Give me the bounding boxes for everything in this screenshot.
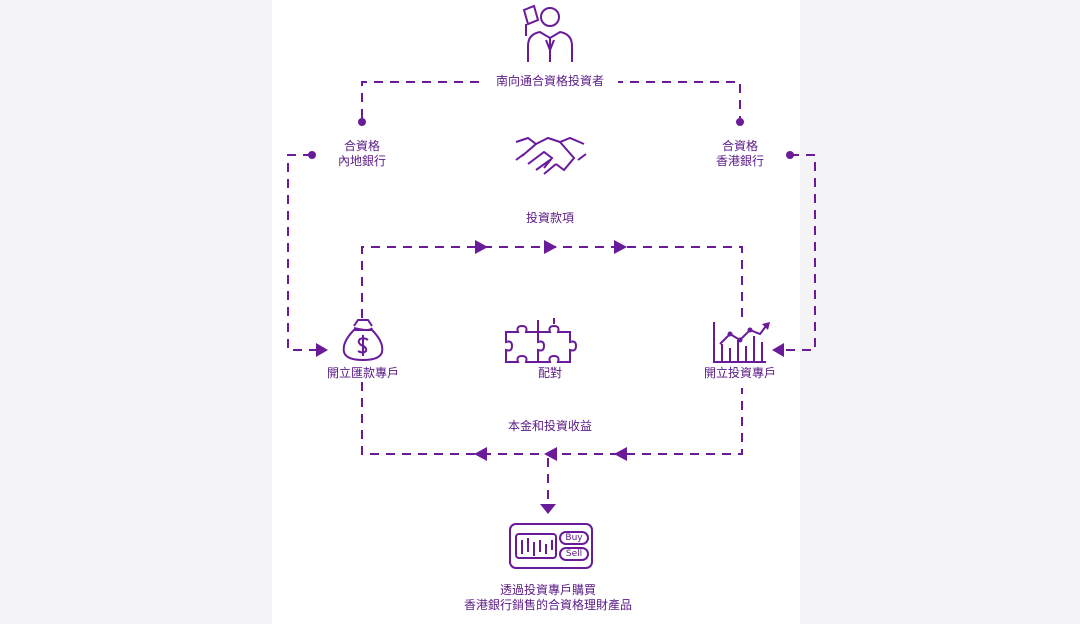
sell-label: Sell <box>565 549 583 559</box>
remittance-account-label: 開立匯款專戶 <box>326 366 399 380</box>
matching-label: 配對 <box>537 366 562 380</box>
chart-icon <box>713 322 770 363</box>
investor-label: 南向通合資格投資者 <box>482 74 618 89</box>
puzzle-icon <box>505 318 578 363</box>
arrowheads <box>316 240 784 514</box>
diagram-panel <box>272 0 800 624</box>
investment-funds-label: 投資款項 <box>525 211 574 225</box>
purchase-label: 透過投資專戶購買 香港銀行銷售的合資格理財產品 <box>463 583 632 612</box>
trading-terminal-icon <box>509 523 593 569</box>
investor-icon <box>522 4 573 62</box>
investment-account-label: 開立投資專戶 <box>703 366 776 380</box>
buy-label: Buy <box>565 533 583 543</box>
principal-returns-label: 本金和投資收益 <box>507 419 592 433</box>
handshake-icon <box>515 136 587 175</box>
mainland-bank-label: 合資格 內地銀行 <box>337 139 386 168</box>
hk-bank-label: 合資格 香港銀行 <box>715 139 764 168</box>
money-bag-icon <box>342 319 384 362</box>
connector-dots <box>308 118 794 159</box>
